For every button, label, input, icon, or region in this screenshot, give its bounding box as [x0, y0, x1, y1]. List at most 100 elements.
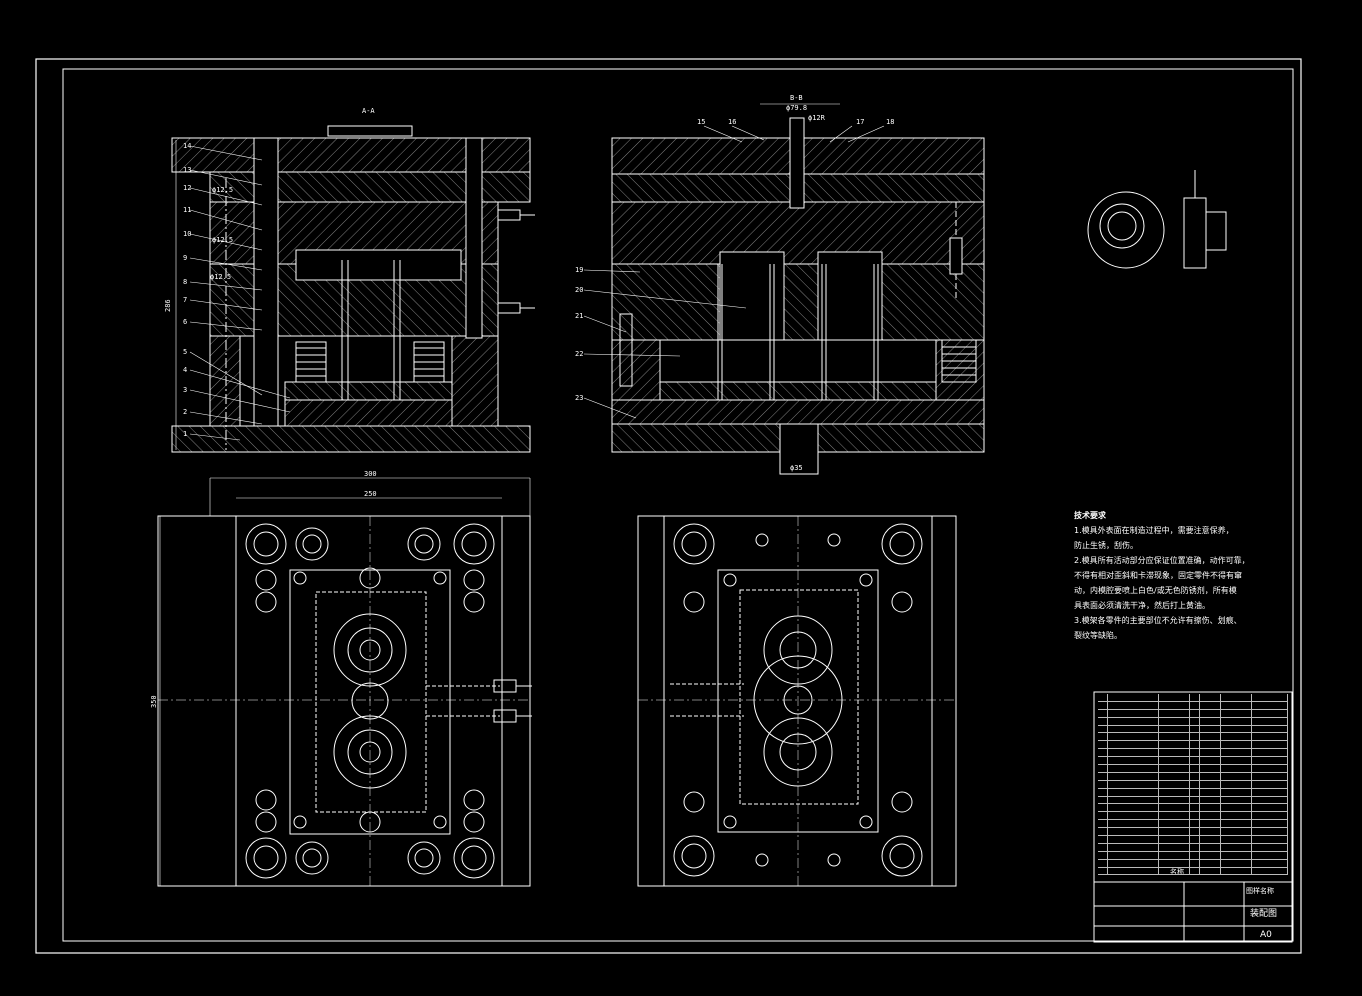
bom-cell — [1190, 788, 1200, 796]
bom-row — [1098, 867, 1289, 876]
gear-detail-view — [1087, 170, 1227, 269]
bom-cell — [1200, 733, 1221, 741]
bom-cell — [1159, 788, 1191, 796]
bom-cell — [1221, 765, 1252, 772]
inner-frame — [62, 68, 1294, 942]
bom-cell — [1221, 859, 1252, 867]
bom-cell — [1190, 725, 1200, 733]
svg-text:A-A: A-A — [362, 107, 375, 115]
bom-cell — [1190, 867, 1200, 875]
bom-cell — [1221, 725, 1252, 733]
bom-cell — [1221, 749, 1252, 757]
bom-cell — [1159, 804, 1191, 812]
svg-text:9: 9 — [183, 254, 187, 262]
bom-cell — [1098, 859, 1108, 867]
bom-cell — [1190, 780, 1200, 788]
svg-text:7: 7 — [183, 296, 187, 304]
bom-cell — [1221, 733, 1252, 741]
bom-cell — [1159, 867, 1191, 875]
svg-text:4: 4 — [183, 366, 187, 374]
bom-cell — [1159, 725, 1191, 733]
bom-cell — [1098, 812, 1108, 820]
bom-cell — [1252, 725, 1289, 733]
bom-cell — [1200, 717, 1221, 725]
svg-text:23: 23 — [575, 394, 583, 402]
bom-cell — [1200, 741, 1221, 749]
bom-row — [1098, 820, 1289, 829]
svg-text:12: 12 — [183, 184, 191, 192]
bom-cell — [1098, 828, 1108, 836]
bom-cell — [1098, 757, 1108, 765]
bom-cell — [1098, 694, 1108, 701]
bom-cell — [1190, 859, 1200, 867]
bom-row — [1098, 749, 1289, 758]
bom-cell — [1190, 701, 1200, 709]
bom-cell — [1221, 812, 1252, 820]
bom-cell — [1159, 836, 1191, 843]
title-sheet-size: A0 — [1260, 930, 1272, 940]
bom-cell — [1190, 843, 1200, 851]
bom-cell — [1200, 780, 1221, 788]
bom-cell — [1252, 796, 1289, 804]
bom-row — [1098, 780, 1289, 789]
svg-text:19: 19 — [575, 266, 583, 274]
bom-cell — [1221, 804, 1252, 812]
bom-cell — [1159, 741, 1191, 749]
svg-text:8: 8 — [183, 278, 187, 286]
bom-cell — [1221, 788, 1252, 796]
bom-cell — [1159, 757, 1191, 765]
bom-cell — [1200, 701, 1221, 709]
bom-cell — [1159, 851, 1191, 859]
title-assembly: 装配图 — [1250, 907, 1277, 919]
note-line: 2.模具所有活动部分应保证位置准确，动作可靠， — [1074, 556, 1250, 565]
bom-cell — [1098, 725, 1108, 733]
bom-cell — [1252, 757, 1289, 765]
bom-cell — [1221, 796, 1252, 804]
title-block — [1093, 691, 1293, 943]
bom-cell — [1108, 765, 1160, 772]
svg-text:286: 286 — [164, 299, 172, 312]
bom-cell — [1221, 709, 1252, 717]
section-a-a: A-A — [164, 107, 535, 453]
bom-cell — [1252, 851, 1289, 859]
svg-text:18: 18 — [886, 118, 894, 126]
bom-cell — [1221, 780, 1252, 788]
svg-text:ϕ12.5: ϕ12.5 — [210, 273, 231, 281]
svg-text:11: 11 — [183, 206, 191, 214]
bom-row — [1098, 717, 1289, 726]
bill-of-materials — [1098, 694, 1289, 876]
bom-cell — [1098, 867, 1108, 875]
bom-cell — [1200, 772, 1221, 780]
bom-cell — [1221, 820, 1252, 828]
bom-cell — [1098, 851, 1108, 859]
bom-cell — [1190, 796, 1200, 804]
bom-cell — [1221, 757, 1252, 765]
technical-requirements: 技术要求 1.模具外表面在制造过程中，需要注意保养， 防止生锈，刮伤。 2.模具… — [1074, 508, 1274, 643]
bom-row — [1098, 788, 1289, 797]
note-line: 具表面必须清洗干净，然后打上黄油。 — [1074, 601, 1210, 610]
svg-text:3: 3 — [183, 386, 187, 394]
bom-cell — [1108, 725, 1160, 733]
bom-row — [1098, 772, 1289, 781]
svg-text:350: 350 — [150, 695, 158, 708]
svg-text:1: 1 — [183, 430, 187, 438]
fixed-half-plan-view — [637, 515, 957, 887]
bom-cell — [1108, 859, 1160, 867]
svg-text:6: 6 — [183, 318, 187, 326]
moving-half-plan-view: 300 250 350 — [150, 470, 532, 887]
svg-text:14: 14 — [183, 142, 191, 150]
bom-row — [1098, 828, 1289, 837]
bom-cell — [1221, 717, 1252, 725]
bom-row — [1098, 812, 1289, 821]
bom-cell — [1200, 757, 1221, 765]
svg-text:B-B: B-B — [790, 94, 803, 102]
bom-cell — [1108, 709, 1160, 717]
note-line: 1.模具外表面在制造过程中，需要注意保养， — [1074, 526, 1234, 535]
bom-cell — [1252, 772, 1289, 780]
bom-cell — [1159, 843, 1191, 851]
svg-text:ϕ35: ϕ35 — [790, 464, 803, 472]
bom-cell — [1221, 694, 1252, 701]
bom-cell — [1159, 796, 1191, 804]
svg-text:2: 2 — [183, 408, 187, 416]
svg-text:5: 5 — [183, 348, 187, 356]
